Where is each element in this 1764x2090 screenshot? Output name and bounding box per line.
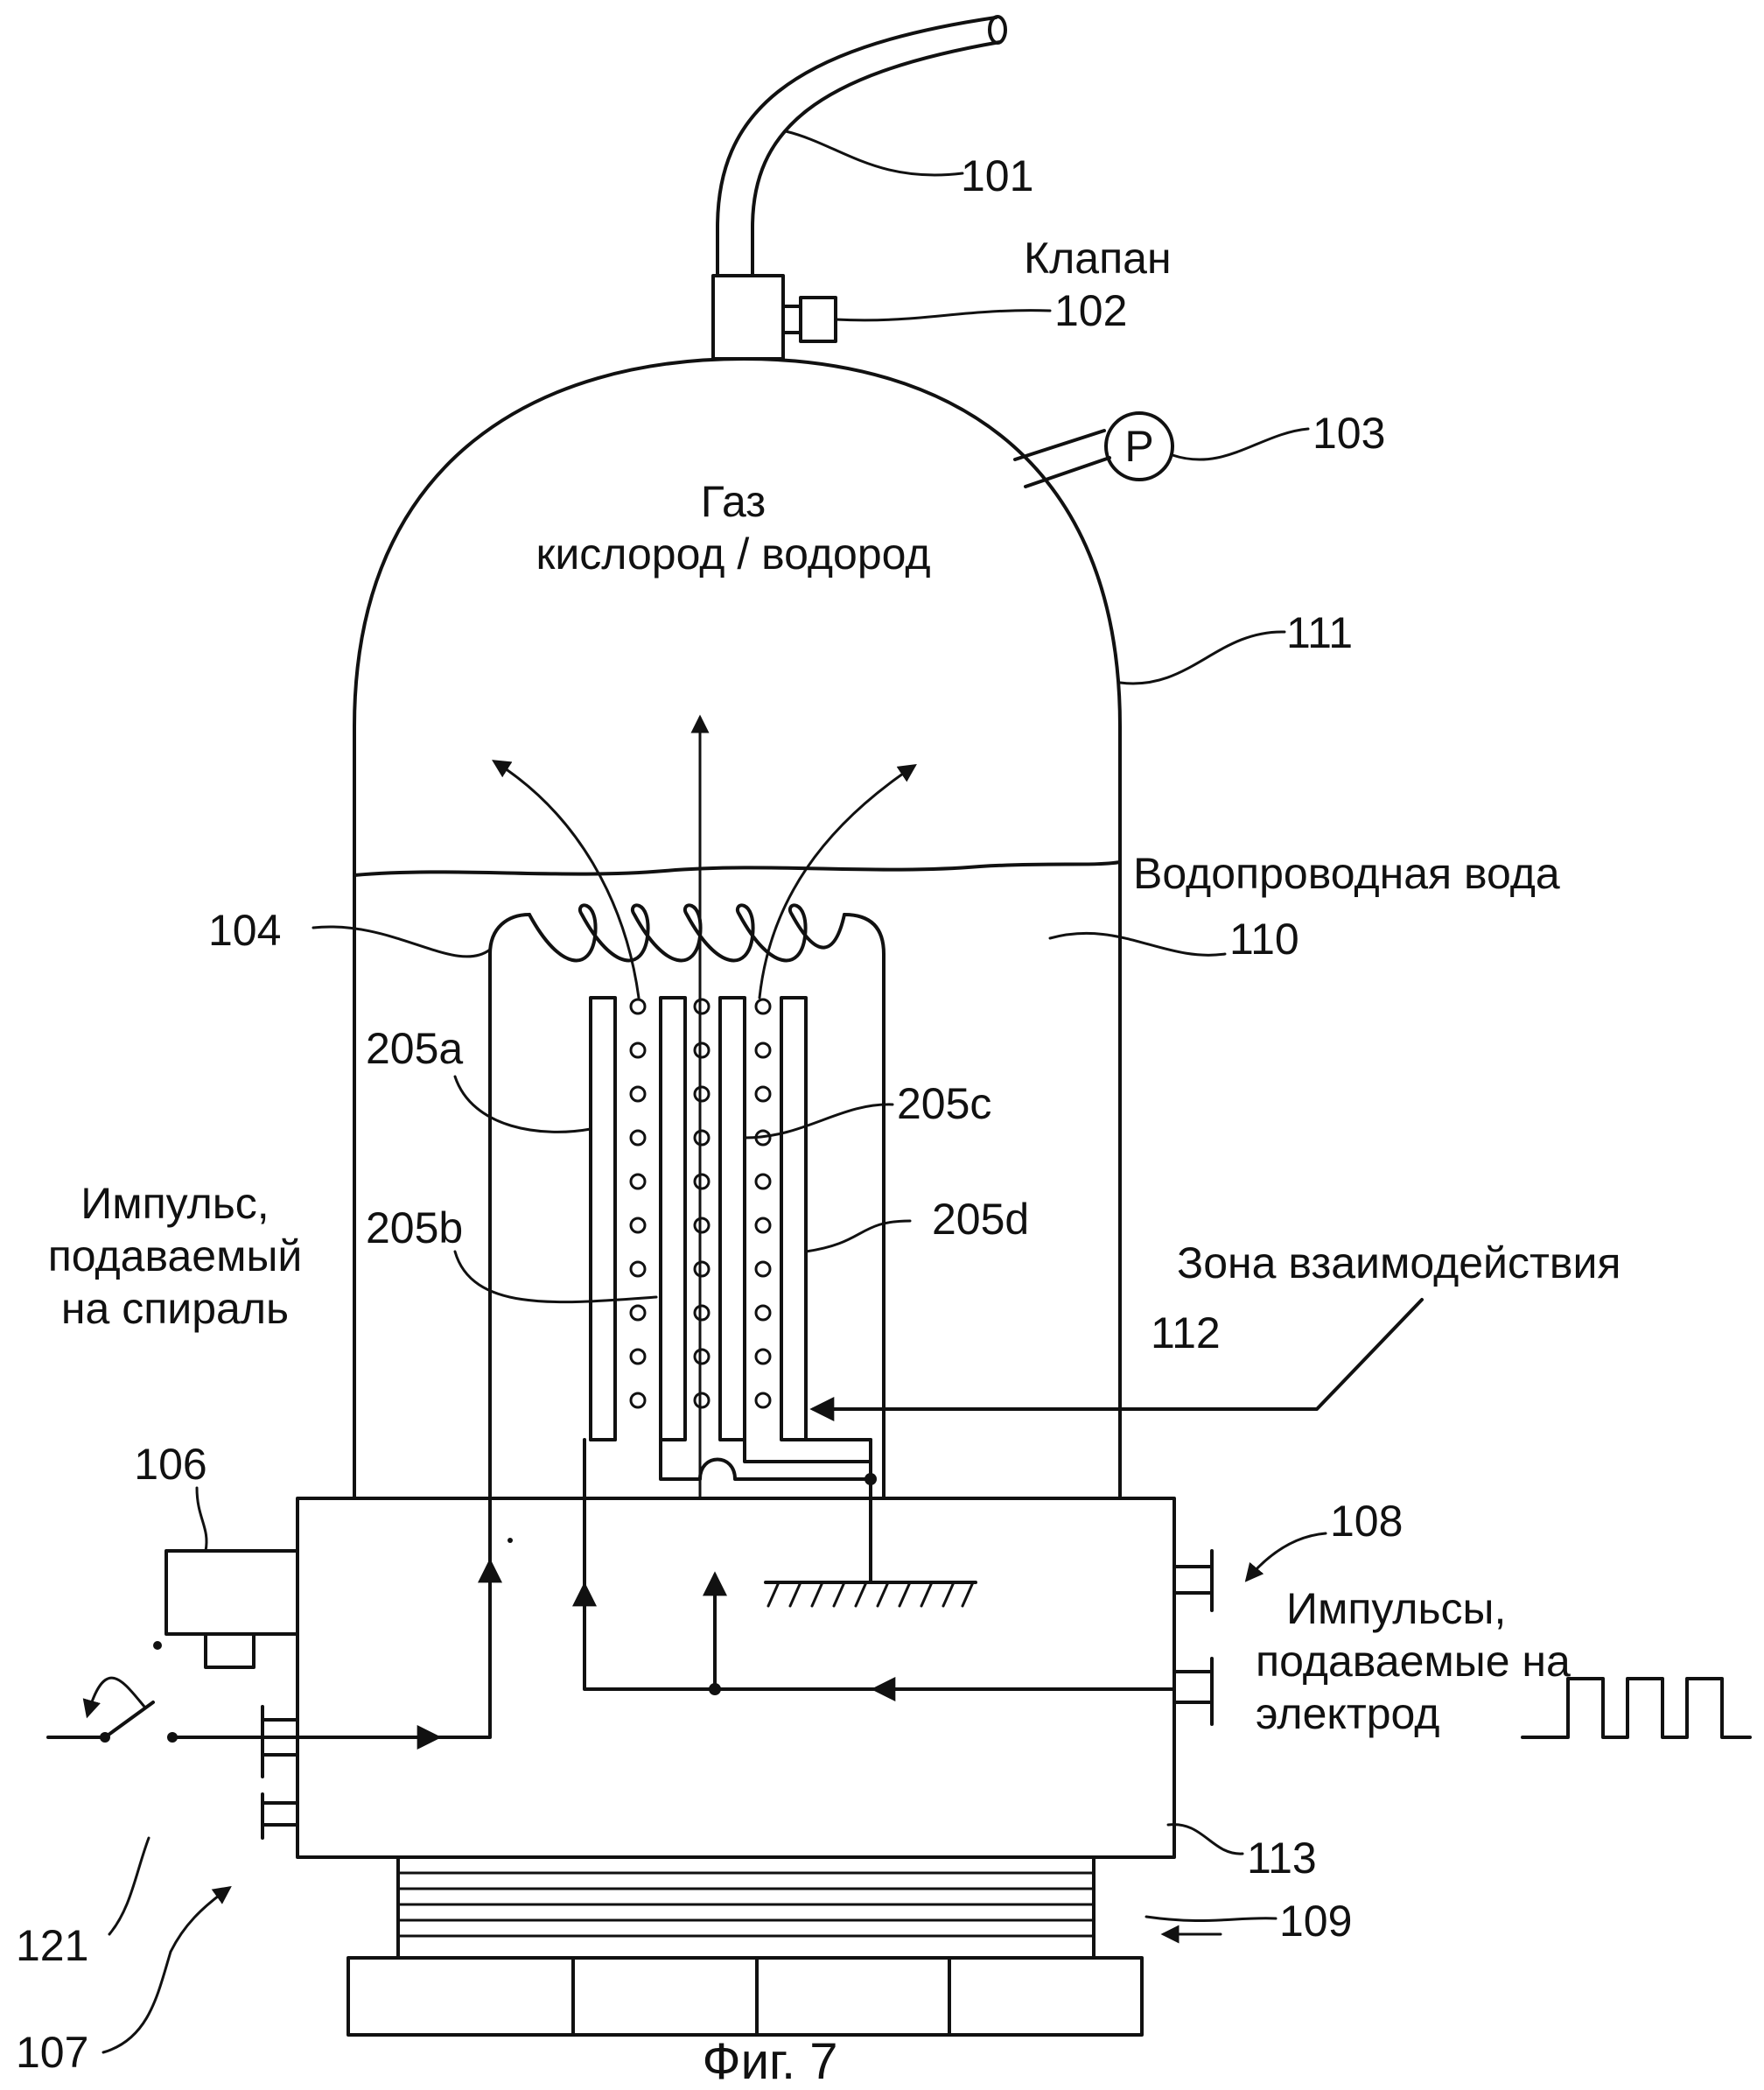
gas-bubble — [629, 1173, 647, 1190]
label-coil-pulse-2: подаваемый — [48, 1231, 303, 1280]
gauge-letter: P — [1124, 422, 1153, 471]
label-110: 110 — [1229, 915, 1299, 964]
gas-bubble — [693, 1392, 710, 1409]
label-104: 104 — [208, 906, 281, 955]
gas-bubble — [629, 998, 647, 1015]
label-gas: Газ — [701, 477, 766, 526]
gas-bubble — [693, 998, 710, 1015]
coil-pulse-module — [164, 1486, 299, 1669]
label-109: 109 — [1279, 1897, 1352, 1946]
label-205b: 205b — [366, 1203, 463, 1252]
dome-vessel — [353, 357, 1122, 1500]
pulse-waveform — [1521, 1677, 1752, 1739]
gas-bubble — [693, 1260, 710, 1278]
gas-bubble — [754, 1217, 772, 1234]
coil-circuit-wire — [270, 1497, 513, 1750]
label-106: 106 — [134, 1440, 206, 1489]
gas-bubble — [754, 1085, 772, 1103]
gas-bubble — [693, 1041, 710, 1059]
gas-bubble — [754, 1173, 772, 1190]
water-surface — [353, 860, 1122, 877]
gas-bubble — [693, 1304, 710, 1322]
leader-arrows — [82, 1298, 1424, 1953]
ground-symbol — [764, 1581, 977, 1608]
gas-bubble — [754, 1260, 772, 1278]
label-gas-mix: кислород / водород — [536, 530, 930, 579]
gas-bubbles — [629, 998, 772, 1409]
label-113: 113 — [1247, 1834, 1317, 1883]
label-102: 102 — [1054, 286, 1127, 335]
electrode-205b — [659, 996, 687, 1441]
label-interaction-zone: Зона взаимодействия — [1177, 1238, 1620, 1287]
label-205c: 205c — [897, 1079, 991, 1128]
coil — [488, 903, 886, 1500]
label-205d: 205d — [932, 1195, 1029, 1244]
gas-bubble — [629, 1217, 647, 1234]
electrode-connections — [589, 1438, 877, 1584]
label-101: 101 — [961, 151, 1033, 200]
gas-bubble — [629, 1348, 647, 1365]
label-205a: 205a — [366, 1024, 463, 1073]
terminals-108 — [1172, 1549, 1214, 1726]
gas-bubble — [693, 1129, 710, 1147]
label-103: 103 — [1312, 409, 1385, 458]
label-electrode-pulses-3: электрод — [1256, 1689, 1439, 1738]
gas-outlet-tube — [716, 15, 1007, 277]
gas-bubble — [629, 1129, 647, 1147]
label-121: 121 — [16, 1921, 88, 1970]
switch — [46, 1641, 273, 1743]
label-electrode-pulses-1: Импульсы, — [1286, 1584, 1506, 1633]
transformer-stack — [396, 1855, 1096, 1960]
gas-flow-arrows — [492, 714, 917, 1498]
gas-bubble — [693, 1173, 710, 1190]
label-111: 111 — [1286, 608, 1353, 657]
gas-bubble — [629, 1085, 647, 1103]
label-coil-pulse-3: на спираль — [61, 1284, 289, 1333]
gas-bubble — [754, 998, 772, 1015]
label-tap-water: Водопроводная вода — [1133, 849, 1560, 898]
gas-bubble — [754, 1348, 772, 1365]
label-107: 107 — [16, 2028, 88, 2077]
label-electrode-pulses-2: подаваемые на — [1256, 1637, 1571, 1686]
gas-bubble — [693, 1217, 710, 1234]
gas-bubble — [629, 1260, 647, 1278]
gas-bubble — [629, 1041, 647, 1059]
label-108: 108 — [1330, 1497, 1403, 1546]
base-housing — [296, 1497, 1176, 1859]
electrode-circuit-wire — [572, 1438, 1176, 1701]
foot-plinth — [346, 1956, 1144, 2037]
gas-bubble — [629, 1304, 647, 1322]
label-112: 112 — [1151, 1308, 1221, 1357]
gas-bubble — [754, 1041, 772, 1059]
pressure-gauge: P — [1013, 411, 1174, 488]
electrode-205d — [780, 996, 808, 1441]
gas-bubble — [754, 1304, 772, 1322]
connector-terminals — [261, 1705, 299, 1840]
label-coil-pulse-1: Импульс, — [80, 1179, 269, 1228]
valve — [711, 274, 837, 361]
gas-bubble — [693, 1085, 710, 1103]
gas-bubble — [629, 1392, 647, 1409]
gas-bubble — [693, 1348, 710, 1365]
leader-lines — [102, 130, 1310, 2054]
figure-caption: Фиг. 7 — [702, 2033, 837, 2090]
label-valve: Клапан — [1024, 234, 1172, 283]
gas-bubble — [754, 1392, 772, 1409]
electrode-205c — [718, 996, 746, 1441]
electrode-205a — [589, 996, 617, 1441]
